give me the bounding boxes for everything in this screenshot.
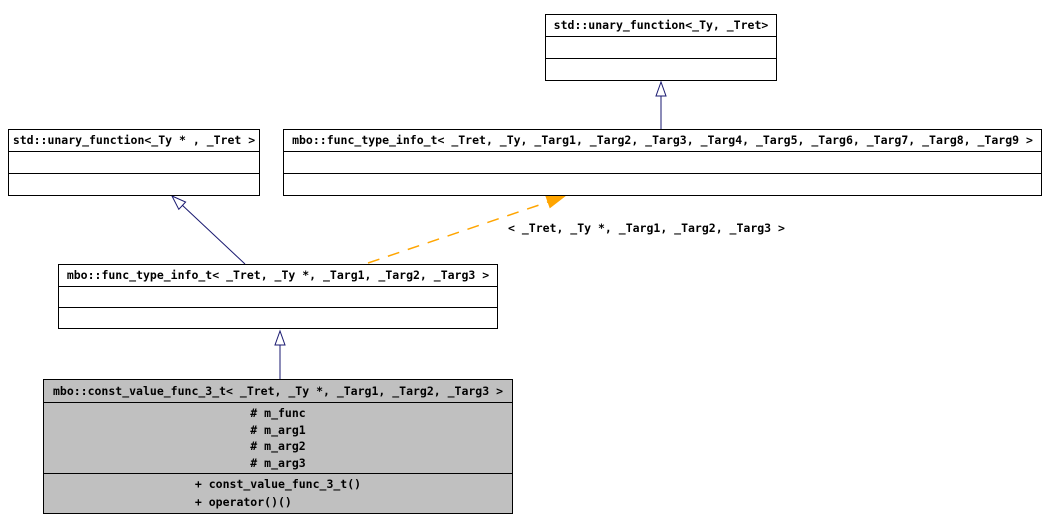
attributes-compartment: # m_func # m_arg1 # m_arg2 # m_arg3 <box>44 403 512 474</box>
class-box-std-unary-function[interactable]: std::unary_function<_Ty, _Tret> <box>545 14 777 81</box>
methods-compartment: + const_value_func_3_t() + operator()() <box>44 474 512 513</box>
class-box-const-value-func-3-t: mbo::const_value_func_3_t< _Tret, _Ty *,… <box>43 379 513 514</box>
template-args-label: < _Tret, _Ty *, _Targ1, _Targ2, _Targ3 > <box>508 221 785 235</box>
class-title[interactable]: std::unary_function<_Ty, _Tret> <box>546 15 776 37</box>
attribute-m-func: # m_func <box>250 406 306 420</box>
class-box-std-unary-function-ptr[interactable]: std::unary_function<_Ty * , _Tret > <box>8 129 260 196</box>
methods-compartment <box>546 59 776 80</box>
class-title[interactable]: std::unary_function<_Ty * , _Tret > <box>9 130 259 152</box>
method-constructor: + const_value_func_3_t() <box>194 477 362 491</box>
attributes-compartment <box>9 152 259 174</box>
class-title[interactable]: mbo::func_type_info_t< _Tret, _Ty *, _Ta… <box>59 265 497 287</box>
methods-compartment <box>59 308 497 328</box>
inheritance-arrow-constvaluefunc-to-functypeinfo3 <box>274 329 286 379</box>
attribute-m-arg1: # m_arg1 <box>250 422 306 437</box>
attribute-m-arg2: # m_arg2 <box>250 439 306 453</box>
inheritance-arrow-functypeinfo9-to-unaryfunction <box>655 80 667 129</box>
attributes-compartment <box>59 287 497 308</box>
class-title[interactable]: mbo::func_type_info_t< _Tret, _Ty, _Targ… <box>284 130 1041 152</box>
class-box-func-type-info-t-9args[interactable]: mbo::func_type_info_t< _Tret, _Ty, _Targ… <box>283 129 1042 196</box>
attribute-m-arg3: # m_arg3 <box>250 455 306 470</box>
inheritance-arrow-functypeinfo3-to-unaryfunction-ptr <box>170 194 246 265</box>
attributes-compartment <box>546 37 776 59</box>
class-box-func-type-info-t-3args[interactable]: mbo::func_type_info_t< _Tret, _Ty *, _Ta… <box>58 264 498 329</box>
method-operator-call: + operator()() <box>194 494 292 509</box>
methods-compartment <box>9 174 259 195</box>
class-title: mbo::const_value_func_3_t< _Tret, _Ty *,… <box>44 380 512 403</box>
attributes-compartment <box>284 152 1041 174</box>
methods-compartment <box>284 174 1041 195</box>
